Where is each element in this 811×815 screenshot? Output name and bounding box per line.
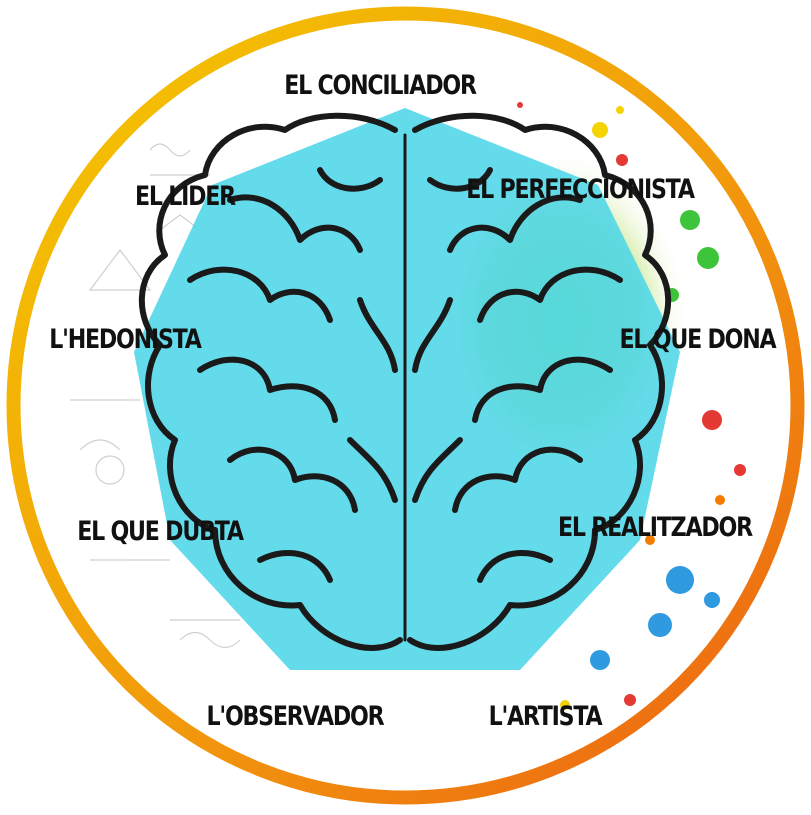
label-el-lider: EL LÍDER xyxy=(134,181,236,212)
label-el-realitzador: EL REALITZADOR xyxy=(558,512,753,543)
label-el-que-dona: EL QUE DONA xyxy=(619,324,777,355)
label-artista: L'ARTISTA xyxy=(488,701,603,732)
math-formulas-background xyxy=(70,143,241,649)
label-el-perfeccionista: EL PERFECCIONISTA xyxy=(466,174,695,205)
label-hedonista: L'HEDONISTA xyxy=(49,324,202,355)
label-el-conciliador: EL CONCILIADOR xyxy=(284,70,477,101)
label-el-que-dubta: EL QUE DUBTA xyxy=(77,516,244,547)
brain-icon xyxy=(138,112,672,651)
nonagon-shape xyxy=(134,108,680,670)
label-observador: L'OBSERVADOR xyxy=(206,701,385,732)
